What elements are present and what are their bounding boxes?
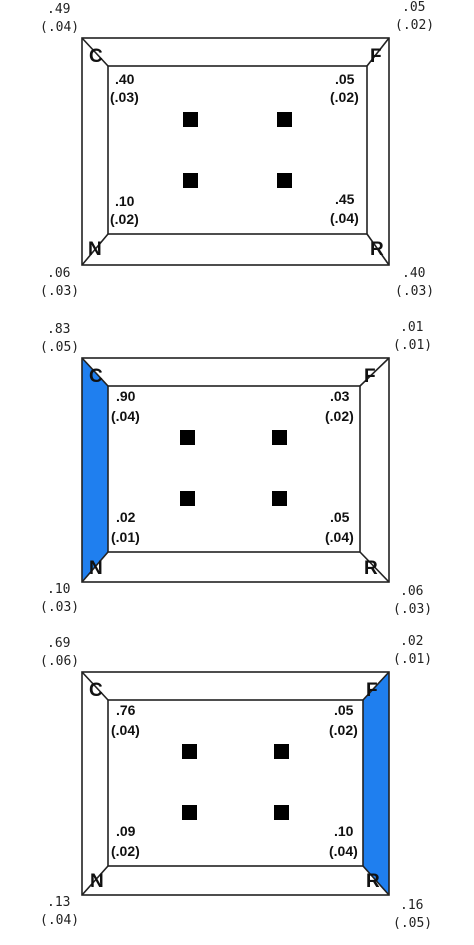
outer-value-top-right: .01 [400, 320, 423, 335]
corner-letter-n: N [90, 871, 104, 892]
panel-2: C F N R .83 (.05) .01 (.01) .10 (.03) .0… [40, 320, 432, 617]
corner-letter-r: R [364, 558, 378, 579]
panel-3-squares [182, 744, 289, 820]
square-marker [277, 112, 292, 127]
corner-letter-n: N [88, 239, 102, 260]
inner-value-top-right: .05 [335, 71, 355, 87]
square-marker [277, 173, 292, 188]
corner-letter-f: F [364, 366, 376, 387]
square-marker [274, 744, 289, 759]
square-marker [274, 805, 289, 820]
inner-se-top-right: (.02) [325, 408, 354, 424]
inner-se-bottom-left: (.02) [110, 211, 139, 227]
outer-se-top-left: (.04) [40, 20, 79, 35]
corner-letter-r: R [366, 871, 380, 892]
inner-se-top-right: (.02) [330, 89, 359, 105]
outer-value-top-right: .02 [400, 634, 423, 649]
corner-letter-f: F [366, 680, 378, 701]
inner-se-top-left: (.03) [110, 89, 139, 105]
inner-se-bottom-left: (.02) [111, 843, 140, 859]
outer-value-bottom-right: .40 [402, 266, 425, 281]
outer-se-bottom-right: (.03) [395, 284, 434, 299]
panel-1: C F N R .49 (.04) .05 (.02) .06 (.03) .4… [40, 0, 434, 299]
highlight-right-side [363, 672, 389, 895]
square-marker [272, 430, 287, 445]
outer-value-bottom-left: .10 [47, 582, 70, 597]
corner-letter-f: F [370, 46, 382, 67]
inner-se-bottom-right: (.04) [330, 210, 359, 226]
outer-value-bottom-left: .06 [47, 266, 70, 281]
inner-value-top-left: .90 [116, 388, 136, 404]
inner-value-bottom-right: .10 [334, 823, 354, 839]
inner-value-bottom-right: .05 [330, 509, 350, 525]
highlight-left-side [82, 358, 108, 582]
outer-value-top-right: .05 [402, 0, 425, 15]
outer-se-bottom-right: (.05) [393, 916, 432, 931]
corner-letter-n: N [89, 558, 103, 579]
outer-value-bottom-right: .06 [400, 584, 423, 599]
panel-1-frame [81, 37, 390, 266]
outer-se-top-right: (.01) [393, 652, 432, 667]
inner-value-bottom-left: .10 [115, 193, 135, 209]
corner-letter-c: C [89, 366, 103, 387]
corner-letter-r: R [370, 239, 384, 260]
outer-value-top-left: .49 [47, 2, 70, 17]
inner-value-bottom-left: .02 [116, 509, 136, 525]
square-marker [180, 491, 195, 506]
panel-2-squares [180, 430, 287, 506]
inner-value-top-right: .03 [330, 388, 350, 404]
inner-se-top-right: (.02) [329, 722, 358, 738]
outer-se-top-right: (.01) [393, 338, 432, 353]
outer-se-bottom-right: (.03) [393, 602, 432, 617]
inner-value-bottom-left: .09 [116, 823, 136, 839]
outer-value-top-left: .83 [47, 322, 70, 337]
square-marker [182, 805, 197, 820]
inner-se-bottom-right: (.04) [325, 529, 354, 545]
outer-value-top-left: .69 [47, 636, 70, 651]
corner-letter-c: C [89, 680, 103, 701]
inner-value-top-left: .40 [115, 71, 135, 87]
outer-value-bottom-right: .16 [400, 898, 423, 913]
outer-se-bottom-left: (.03) [40, 284, 79, 299]
panel-1-squares [183, 112, 292, 188]
inner-value-top-right: .05 [334, 702, 354, 718]
outer-se-top-right: (.02) [395, 18, 434, 33]
inner-se-top-left: (.04) [111, 408, 140, 424]
square-marker [182, 744, 197, 759]
inner-se-top-left: (.04) [111, 722, 140, 738]
outer-se-bottom-left: (.03) [40, 600, 79, 615]
square-marker [180, 430, 195, 445]
corner-letter-c: C [89, 46, 103, 67]
outer-se-top-left: (.06) [40, 654, 79, 669]
square-marker [183, 112, 198, 127]
outer-se-bottom-left: (.04) [40, 913, 79, 928]
inner-value-bottom-right: .45 [335, 191, 355, 207]
square-marker [272, 491, 287, 506]
inner-value-top-left: .76 [116, 702, 136, 718]
square-marker [183, 173, 198, 188]
inner-se-bottom-left: (.01) [111, 529, 140, 545]
panel-2-frame [81, 357, 390, 583]
outer-se-top-left: (.05) [40, 340, 79, 355]
inner-se-bottom-right: (.04) [329, 843, 358, 859]
outer-value-bottom-left: .13 [47, 895, 70, 910]
panel-3: C F N R .69 (.06) .02 (.01) .13 (.04) .1… [40, 634, 432, 931]
panel-3-frame [81, 671, 390, 896]
